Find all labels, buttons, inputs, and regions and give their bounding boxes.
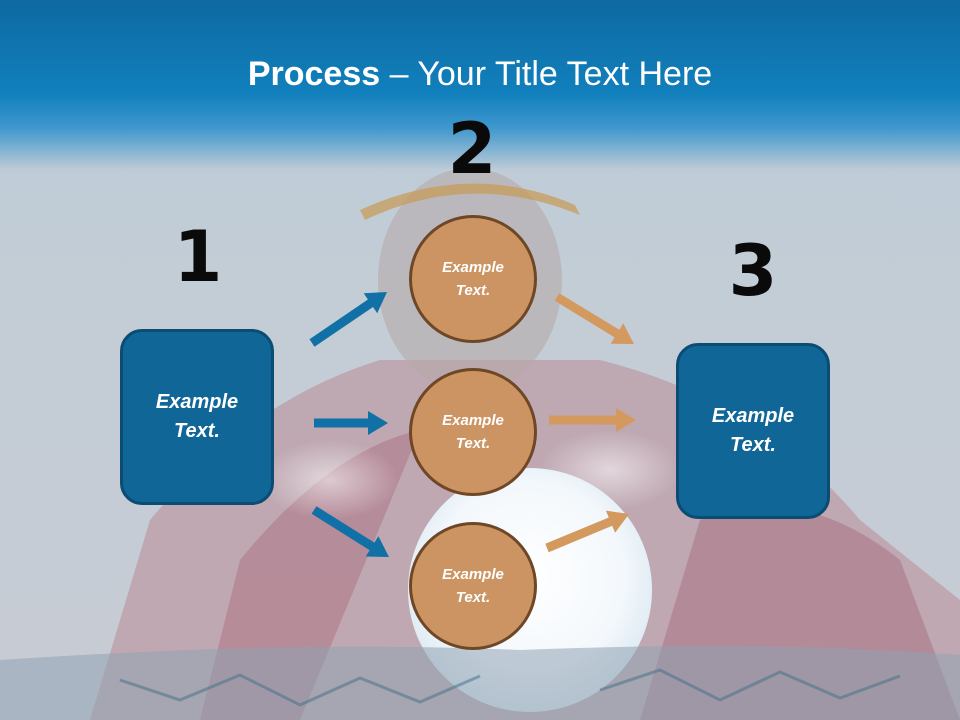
arrow-1-to-top [309,292,387,347]
step-2-circle-bottom[interactable]: Example Text. [409,522,537,650]
title-bold: Process [247,55,381,93]
arrow-1-to-middle [314,411,388,435]
step-1-text: Example Text. [155,391,239,442]
step-2-text-middle: Example Text. [442,412,504,452]
step-2-circle-top[interactable]: Example Text. [409,215,537,343]
step-3-box[interactable]: Example Text. [676,343,830,519]
step-1-box[interactable]: Example Text. [120,329,274,505]
step-2-text-top: Example Text. [442,259,504,299]
step-2-circle-middle[interactable]: Example Text. [409,368,537,496]
step-3-text: Example Text. [711,405,795,456]
arrow-middle-to-3 [549,408,636,432]
arrow-1-to-bottom [311,506,389,557]
slide-title[interactable]: Process – Your Title Text Here [0,52,960,96]
arrow-bottom-to-3 [545,510,629,553]
step-1-number: 1 [173,216,223,298]
title-bar [0,0,960,170]
step-2-text-bottom: Example Text. [442,566,504,606]
arrow-top-to-3 [554,293,634,344]
step-2-number: 2 [447,108,497,190]
title-rest: – Your Title Text Here [380,55,713,93]
step-3-number: 3 [728,230,778,312]
